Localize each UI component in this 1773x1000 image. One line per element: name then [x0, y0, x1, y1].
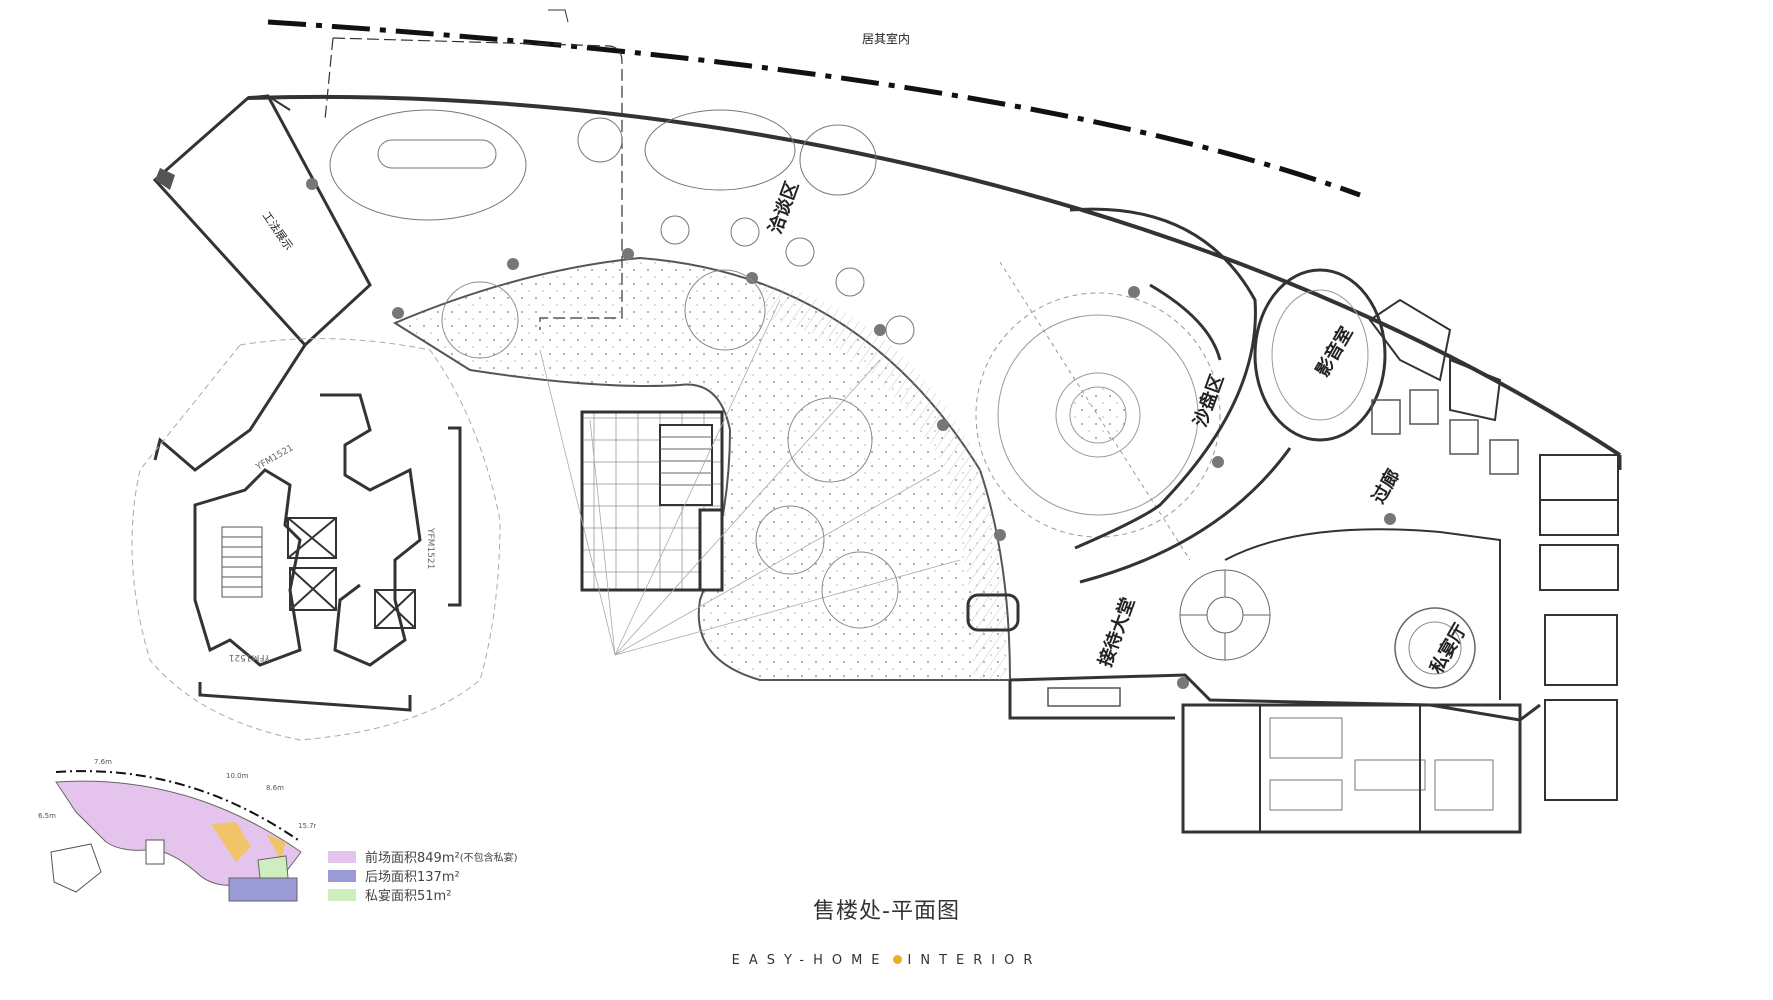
legend-swatch-back — [328, 869, 356, 882]
central-core — [580, 410, 724, 592]
garden-band — [392, 256, 1012, 681]
private-dining-wall — [1224, 528, 1501, 700]
brand-dot-icon — [892, 955, 902, 964]
zone-cinema: 影音室 — [1311, 323, 1357, 381]
door-label-2: YFM1521 — [425, 527, 435, 569]
door-label-3: YFM1521 — [229, 652, 271, 662]
boundary-line — [267, 19, 1361, 198]
cinema-room — [1253, 268, 1387, 442]
zone-private-dining: 私宴厅 — [1425, 620, 1471, 678]
page-title: 售楼处-平面图 — [813, 899, 960, 924]
legend-swatch-dining — [328, 888, 356, 901]
elevators — [287, 517, 416, 629]
legend-back: 后场面积137m² — [328, 866, 460, 885]
sand-table-area — [975, 261, 1221, 561]
office-block — [1181, 703, 1522, 834]
thumb-dim-5: 6.5m — [38, 812, 56, 820]
dining-area — [257, 855, 289, 879]
brand-left: EASY-HOME — [731, 953, 889, 968]
legend-note-front: (不包含私宴) — [459, 853, 518, 864]
legend-label-back: 后场面积137m² — [365, 870, 460, 885]
columns — [306, 178, 1396, 689]
trees — [441, 269, 899, 629]
thumb-dim-2: 10.0m — [226, 772, 249, 780]
front-area — [55, 780, 302, 886]
thumb-dim-3: 8.6m — [266, 784, 284, 792]
top-label: 居其室内 — [862, 31, 910, 46]
zone-corridor: 过廊 — [1367, 465, 1404, 507]
toilet-stalls — [1371, 389, 1519, 475]
office-desks — [1259, 705, 1494, 832]
zone-reception: 接待大堂 — [1094, 595, 1139, 670]
reception-desk — [1047, 687, 1121, 707]
right-rooms — [1368, 298, 1619, 801]
display-wing-wall — [152, 94, 372, 348]
core-outline — [131, 338, 501, 741]
brand-footer: EASY-HOME INTERIOR — [0, 953, 1773, 968]
legend-dining: 私宴面积51m² — [328, 885, 451, 904]
legend-swatch-front — [328, 850, 356, 863]
brand-right: INTERIOR — [907, 953, 1042, 968]
zone-sand-table: 沙盘区 — [1189, 371, 1228, 429]
key-plan-thumbnail: 7.6m 10.0m 8.6m 15.7m 6.5m — [38, 758, 316, 902]
legend-label-dining: 私宴面积51m² — [365, 889, 452, 904]
negotiation-furniture — [329, 109, 915, 345]
reception-wall — [1009, 673, 1541, 722]
thumb-dim-4: 15.7m — [298, 822, 316, 830]
spiral-stair — [1179, 569, 1271, 661]
thumb-dim-1: 7.6m — [94, 758, 112, 766]
legend-front: 前场面积849m² (不包含私宴) — [328, 847, 518, 866]
left-stairs — [221, 526, 263, 598]
outer-wall — [247, 94, 1622, 457]
fan-lines — [539, 299, 961, 656]
dashed-room — [332, 37, 623, 330]
zone-negotiation: 洽谈区 — [764, 178, 803, 236]
legend-label-front: 前场面积849m² — [365, 851, 460, 866]
zone-display: 工法展示 — [260, 209, 297, 253]
door-label-1: YFM1521 — [254, 443, 296, 473]
sand-walls — [1069, 207, 1257, 550]
